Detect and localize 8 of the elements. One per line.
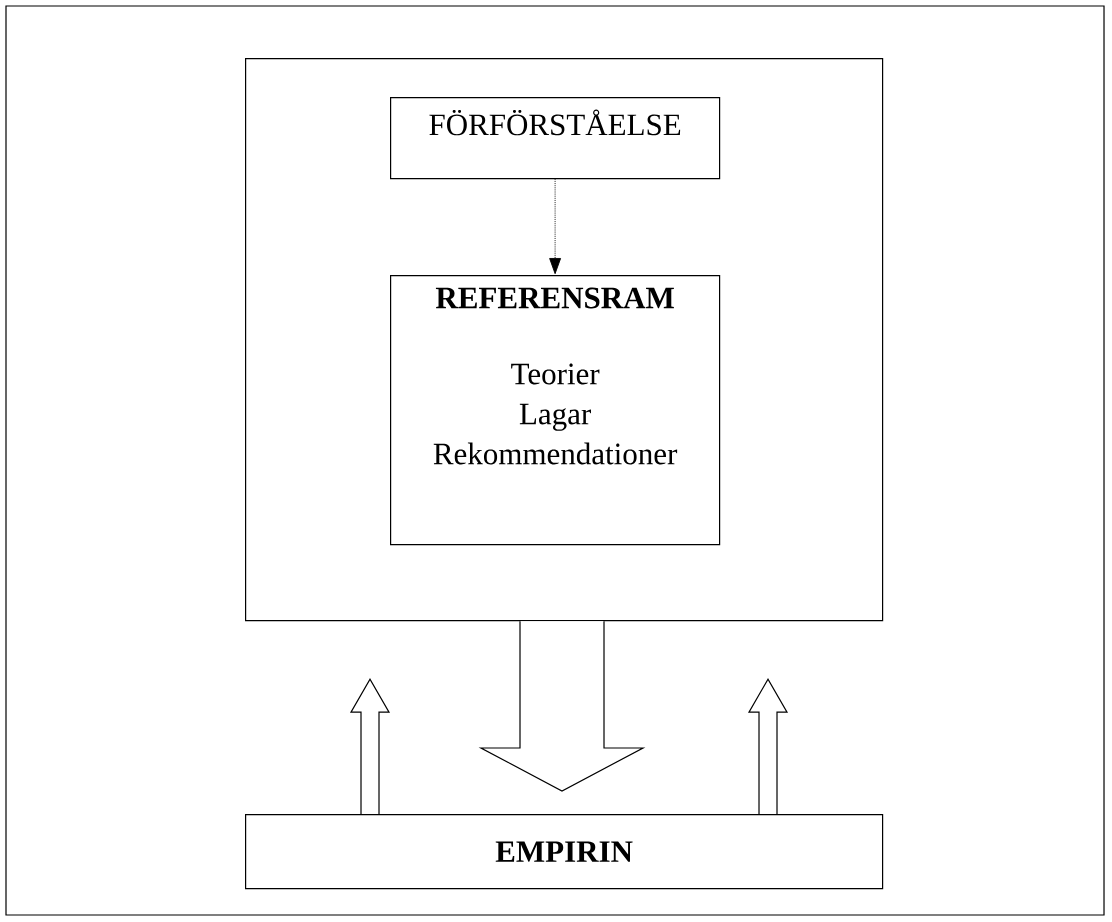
- concept-box: FÖRFÖRSTÅELSE: [390, 97, 721, 180]
- block-arrow: [349, 678, 391, 815]
- concept-box: EMPIRIN: [245, 814, 884, 890]
- concept-box: REFERENSRAM Teorier Lagar Rekommendationer: [390, 275, 721, 546]
- arrow: [549, 178, 562, 275]
- frame-box: [245, 58, 884, 622]
- block-arrow: [747, 678, 789, 815]
- block-arrow: [478, 620, 646, 792]
